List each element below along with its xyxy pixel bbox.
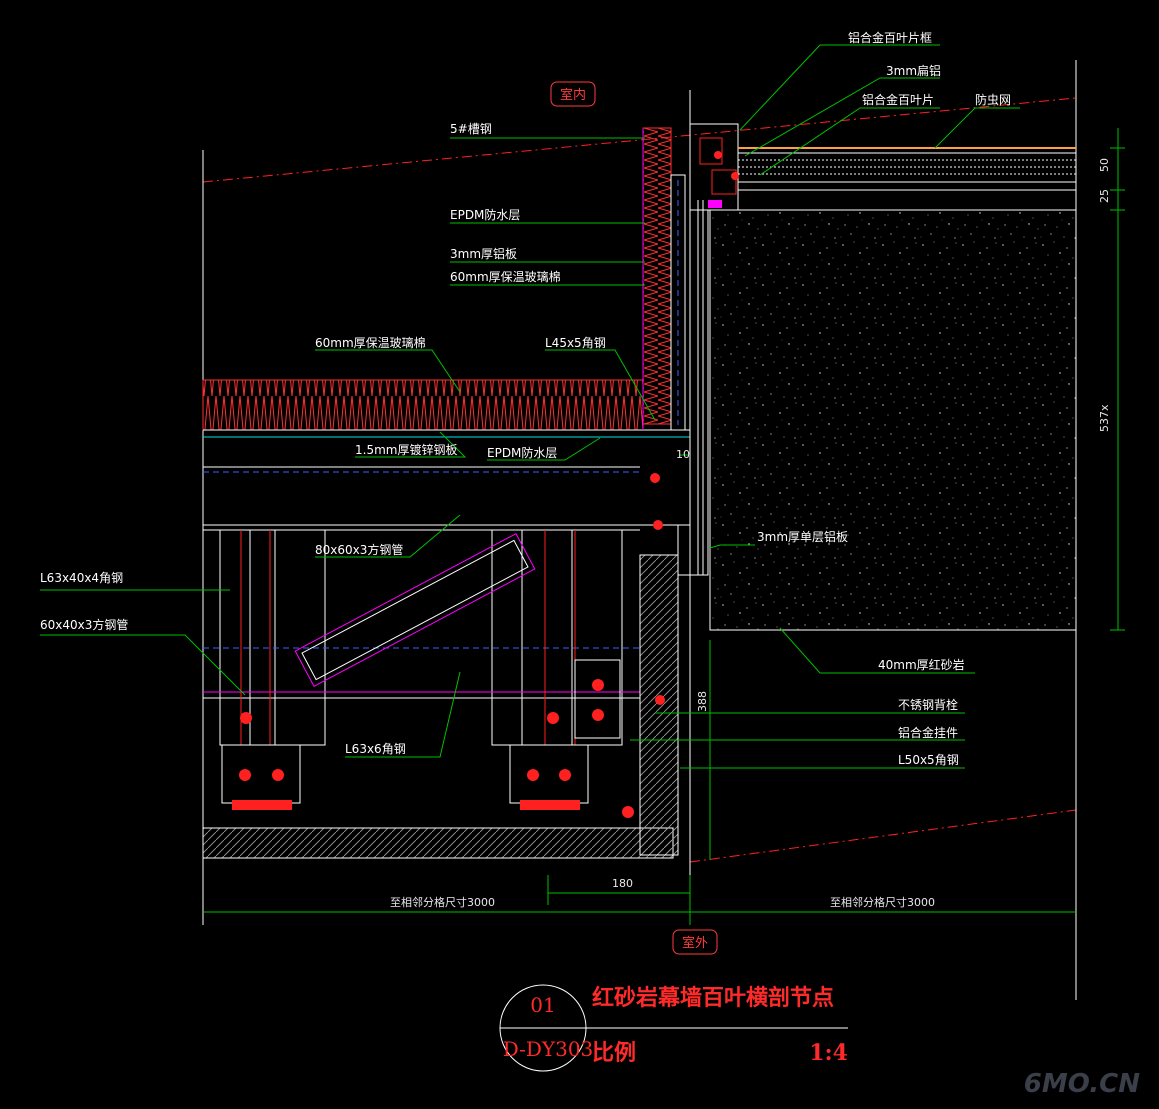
dim-10: 10 [676,448,690,461]
label-flat-aluminum: 3mm扁铝 [886,63,941,78]
label-louver-frame: 铝合金百叶片框 [848,30,932,45]
label-louver-blade: 铝合金百叶片 [862,92,934,107]
bolts [232,473,665,818]
outdoor-tag: 室外 [672,929,718,955]
label-epdm-roof: EPDM防水层 [487,445,557,460]
dim-388: 388 [696,691,709,712]
wall-insulation [642,127,686,431]
dim-span-left: 至相邻分格尺寸3000 [390,895,495,909]
title-block: 01 D-DY303 红砂岩幕墙百叶横剖节点 比例 1:4 [499,984,848,1072]
svg-text:室外: 室外 [682,935,708,951]
label-aluminum-hanger: 铝合金挂件 [898,725,958,740]
label-single-aluminum: 3mm厚单层铝板 [757,529,848,544]
label-angle-l63x6: L63x6角钢 [345,742,406,756]
svg-text:室内: 室内 [560,87,586,103]
detail-number: 01 [530,993,555,1017]
label-steel-tube-60: 60x40x3方钢管 [40,617,128,632]
steel-frame [203,529,640,746]
leader-lines [40,44,1020,769]
aluminum-panel [677,90,709,880]
label-epdm-top: EPDM防水层 [450,207,520,222]
scale-label: 比例 [592,1040,636,1066]
sandstone-panel [709,209,1077,631]
base-slab [202,554,679,859]
label-aluminum-sheet: 3mm厚铝板 [450,246,517,261]
label-insect-screen: 防虫网 [975,92,1011,107]
dim-span-right: 至相邻分格尺寸3000 [830,895,935,909]
label-angle-l50: L50x5角钢 [898,753,959,767]
scale-value: 1:4 [809,1040,848,1066]
label-square-tube-80: 80x60x3方钢管 [315,542,403,557]
watermark: 6MO.CN [1024,1069,1140,1099]
label-channel-steel: 5#槽钢 [450,122,492,136]
sheet-number: D-DY303 [503,1037,594,1061]
label-stainless-bolt: 不锈钢背栓 [898,697,958,712]
label-glass-wool-top: 60mm厚保温玻璃棉 [450,270,561,284]
annotation-labels: 铝合金百叶片框 3mm扁铝 铝合金百叶片 防虫网 5#槽钢 EPDM防水层 3m… [40,30,1011,767]
dim-180: 180 [612,877,633,890]
dimension-texts: 50 25 537x 388 10 180 至相邻分格尺寸3000 至相邻分格尺… [390,158,1111,909]
dimension-lines [203,128,1125,925]
dim-50: 50 [1098,158,1111,172]
dim-25: 25 [1098,189,1111,203]
detail-title: 红砂岩幕墙百叶横剖节点 [592,985,834,1011]
label-glass-wool-roof: 60mm厚保温玻璃棉 [315,336,426,350]
label-angle-l63x40: L63x40x4角钢 [40,571,123,585]
indoor-tag: 室内 [550,81,596,107]
label-red-sandstone: 40mm厚红砂岩 [878,657,965,672]
dim-537: 537x [1098,404,1111,432]
slope-lines [202,97,1077,863]
louver [689,123,1076,211]
label-galvanized-sheet: 1.5mm厚镀锌钢板 [355,443,457,457]
label-angle-l45: L45x5角钢 [545,336,606,350]
